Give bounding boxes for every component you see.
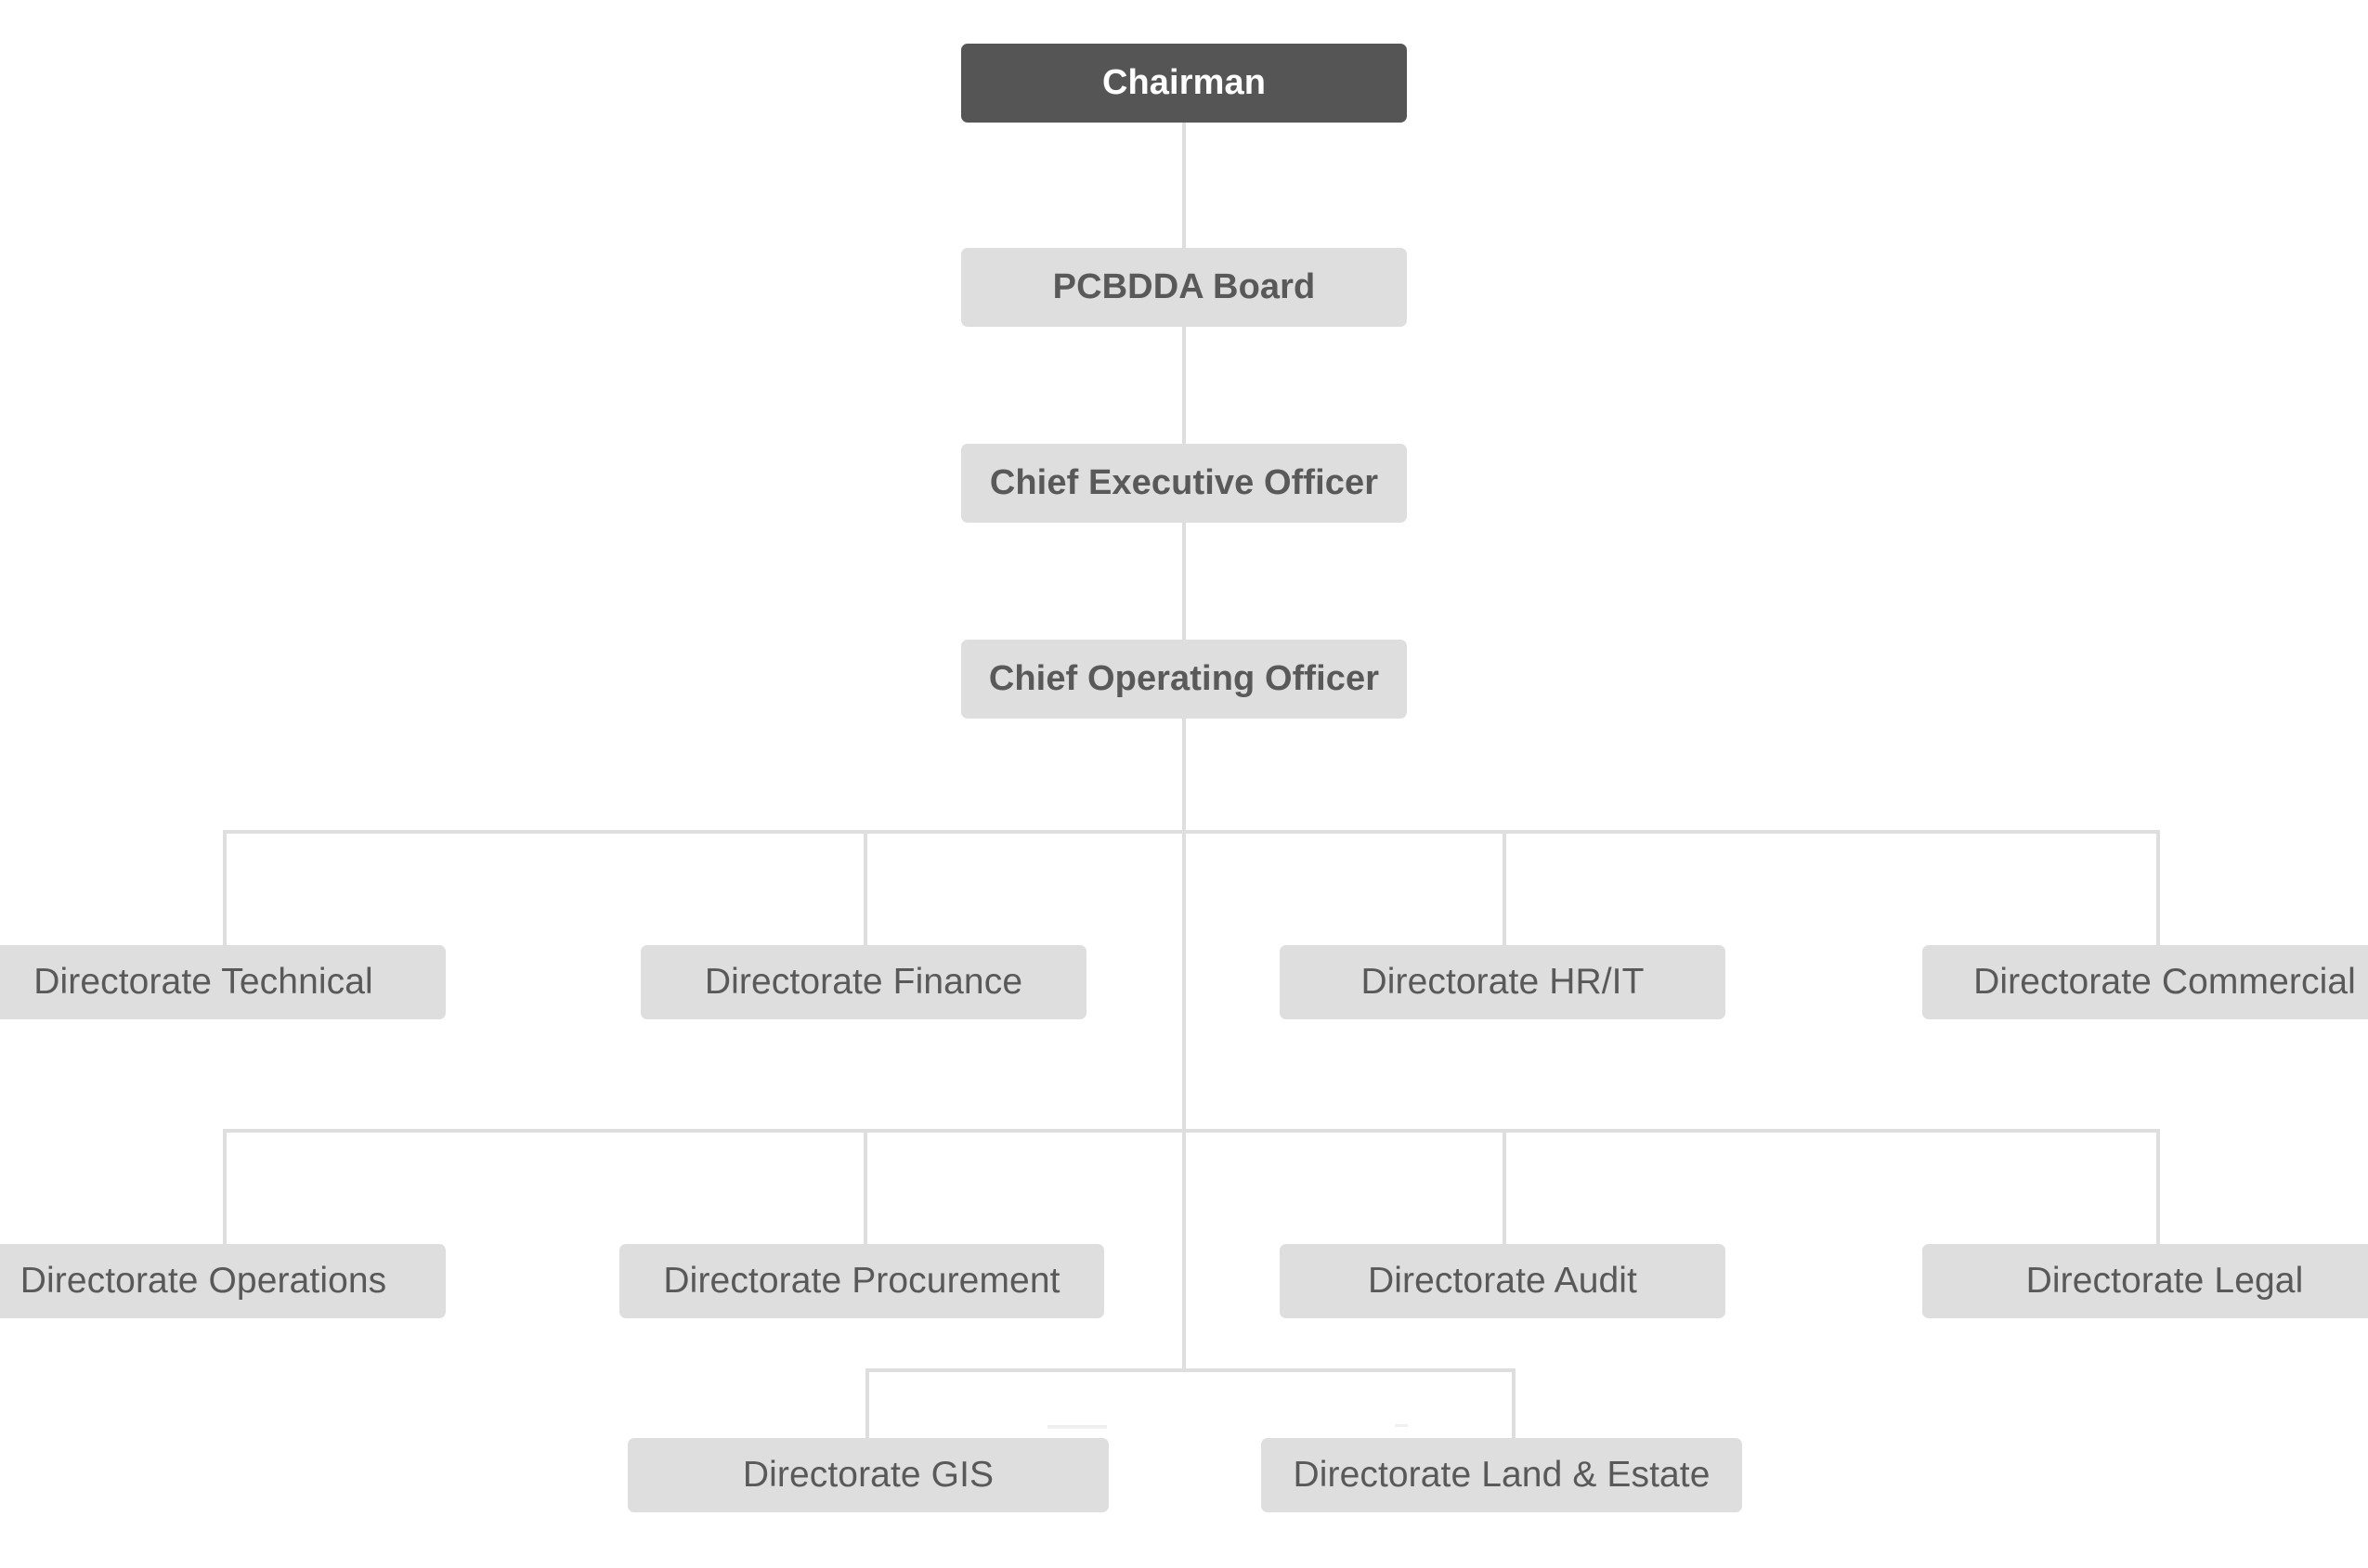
node-directorate-commercial-label: Directorate Commercial: [1973, 961, 2356, 1002]
node-chairman-label: Chairman: [1101, 62, 1267, 102]
node-chairman[interactable]: Chairman: [961, 44, 1407, 123]
connector-drop-legal: [2156, 1129, 2160, 1244]
render-artifact-right: [1395, 1424, 1408, 1427]
connector-spine-ceo-coo: [1182, 523, 1186, 640]
node-pcbdda-board[interactable]: PCBDDA Board: [961, 248, 1407, 327]
node-directorate-operations[interactable]: Directorate Operations: [0, 1244, 446, 1318]
node-directorate-commercial[interactable]: Directorate Commercial: [1922, 945, 2368, 1019]
node-directorate-procurement-label: Directorate Procurement: [663, 1260, 1060, 1301]
node-chief-executive-officer-label: Chief Executive Officer: [989, 462, 1379, 502]
connector-drop-finance: [864, 830, 867, 945]
connector-spine-chairman-board: [1182, 123, 1186, 248]
node-directorate-legal-label: Directorate Legal: [2025, 1260, 2304, 1301]
node-directorate-hr-it[interactable]: Directorate HR/IT: [1280, 945, 1725, 1019]
node-chief-operating-officer[interactable]: Chief Operating Officer: [961, 640, 1407, 719]
connector-drop-commercial: [2156, 830, 2160, 945]
node-chief-operating-officer-label: Chief Operating Officer: [988, 658, 1380, 698]
connector-drop-gis: [865, 1368, 869, 1438]
connector-drop-technical: [223, 830, 227, 945]
connector-spine-board-ceo: [1182, 327, 1186, 444]
node-pcbdda-board-label: PCBDDA Board: [1052, 266, 1316, 306]
render-artifact-left: [1047, 1425, 1107, 1429]
node-chief-executive-officer[interactable]: Chief Executive Officer: [961, 444, 1407, 523]
connector-spine-coo-down: [1182, 719, 1186, 1372]
node-directorate-finance[interactable]: Directorate Finance: [641, 945, 1086, 1019]
connector-bus-row3: [865, 1368, 1516, 1372]
node-directorate-legal[interactable]: Directorate Legal: [1922, 1244, 2368, 1318]
node-directorate-land-estate-label: Directorate Land & Estate: [1293, 1454, 1711, 1495]
node-directorate-operations-label: Directorate Operations: [20, 1260, 387, 1301]
connector-drop-land: [1512, 1368, 1516, 1438]
connector-drop-audit: [1503, 1129, 1506, 1244]
node-directorate-gis[interactable]: Directorate GIS: [628, 1438, 1109, 1512]
node-directorate-procurement[interactable]: Directorate Procurement: [619, 1244, 1104, 1318]
node-directorate-audit-label: Directorate Audit: [1367, 1260, 1637, 1301]
node-directorate-audit[interactable]: Directorate Audit: [1280, 1244, 1725, 1318]
node-directorate-hr-it-label: Directorate HR/IT: [1360, 961, 1645, 1002]
node-directorate-technical[interactable]: Directorate Technical: [0, 945, 446, 1019]
connector-bus-row1: [223, 830, 2160, 834]
connector-drop-hrit: [1503, 830, 1506, 945]
node-directorate-gis-label: Directorate GIS: [742, 1454, 995, 1495]
node-directorate-technical-label: Directorate Technical: [33, 961, 373, 1002]
connector-drop-operations: [223, 1129, 227, 1244]
connector-bus-row2: [223, 1129, 2160, 1133]
connector-drop-procurement: [864, 1129, 867, 1244]
node-directorate-land-estate[interactable]: Directorate Land & Estate: [1261, 1438, 1742, 1512]
node-directorate-finance-label: Directorate Finance: [704, 961, 1023, 1002]
